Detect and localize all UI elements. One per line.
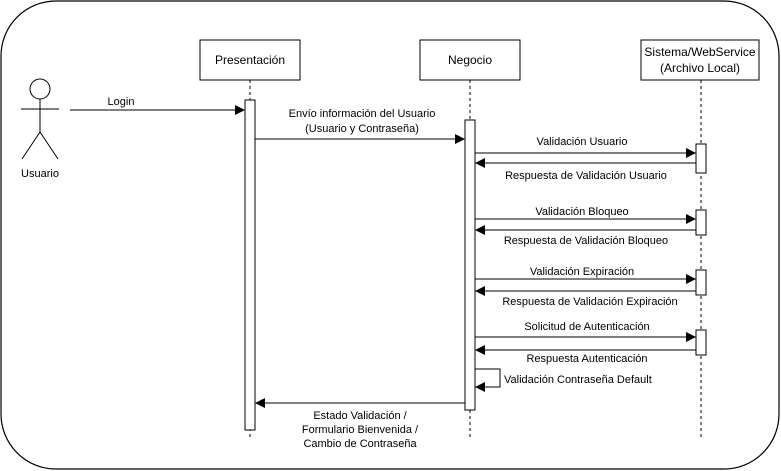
message-respuesta-autenticacion: Respuesta Autenticación (475, 345, 696, 365)
activation-sistema-4 (695, 329, 707, 356)
activation-sistema-2 (695, 209, 707, 236)
message-label: Validación Expiración (530, 266, 634, 278)
actor-usuario: Usuario (21, 78, 59, 180)
message-label: Respuesta Autenticación (526, 353, 647, 365)
message-self-validacion-default: Validación Contraseña Default (475, 368, 652, 392)
participant-negocio: Negocio (419, 39, 521, 81)
participant-label-line1: Sistema/WebService (644, 45, 755, 59)
message-envio-informacion: Envío información del Usuario (Usuario y… (255, 108, 465, 144)
message-label-line1: Envío información del Usuario (289, 108, 436, 120)
message-label: Validación Usuario (537, 136, 628, 148)
message-login: Login (70, 96, 245, 115)
message-label-line3: Cambio de Contraseña (303, 438, 417, 450)
message-solicitud-autenticacion: Solicitud de Autenticación (475, 321, 696, 342)
message-arrow (475, 368, 501, 392)
actor-label: Usuario (21, 168, 59, 180)
message-label: Respuesta de Validación Usuario (505, 170, 667, 182)
message-respuesta-expiracion: Respuesta de Validación Expiración (475, 286, 696, 308)
participant-box (419, 39, 521, 81)
message-label-line1: Estado Validación / (313, 410, 407, 422)
message-respuesta-bloqueo: Respuesta de Validación Bloqueo (475, 225, 696, 247)
message-validacion-usuario: Validación Usuario (475, 136, 696, 158)
participant-label: Negocio (448, 53, 492, 67)
participant-box (199, 39, 301, 81)
participant-label-line2: (Archivo Local) (660, 61, 740, 75)
participant-box (640, 39, 760, 81)
participant-presentacion: Presentación (199, 39, 301, 81)
message-label: Respuesta de Validación Expiración (502, 296, 677, 308)
message-validacion-bloqueo: Validación Bloqueo (475, 206, 696, 224)
message-label: Respuesta de Validación Bloqueo (504, 235, 668, 247)
activation-negocio (464, 119, 476, 411)
activation-sistema-3 (695, 269, 707, 296)
message-label: Solicitud de Autenticación (524, 321, 649, 333)
message-label: Validación Contraseña Default (504, 374, 652, 386)
message-label: Login (108, 96, 135, 108)
message-label-line2: (Usuario y Contraseña) (305, 123, 419, 135)
participant-label: Presentación (215, 53, 285, 67)
actor-head (29, 78, 51, 100)
message-label-line2: Formulario Bienvenida / (302, 424, 419, 436)
message-label: Validación Bloqueo (535, 206, 628, 218)
activation-presentacion (244, 99, 256, 431)
activation-sistema-1 (695, 143, 707, 174)
participant-sistema: Sistema/WebService (Archivo Local) (640, 39, 760, 81)
actor-right-leg (39, 131, 59, 160)
message-estado-validacion: Estado Validación / Formulario Bienvenid… (255, 398, 465, 450)
message-respuesta-usuario: Respuesta de Validación Usuario (475, 158, 696, 182)
actor-left-leg (21, 131, 41, 160)
message-validacion-expiracion: Validación Expiración (475, 266, 696, 284)
